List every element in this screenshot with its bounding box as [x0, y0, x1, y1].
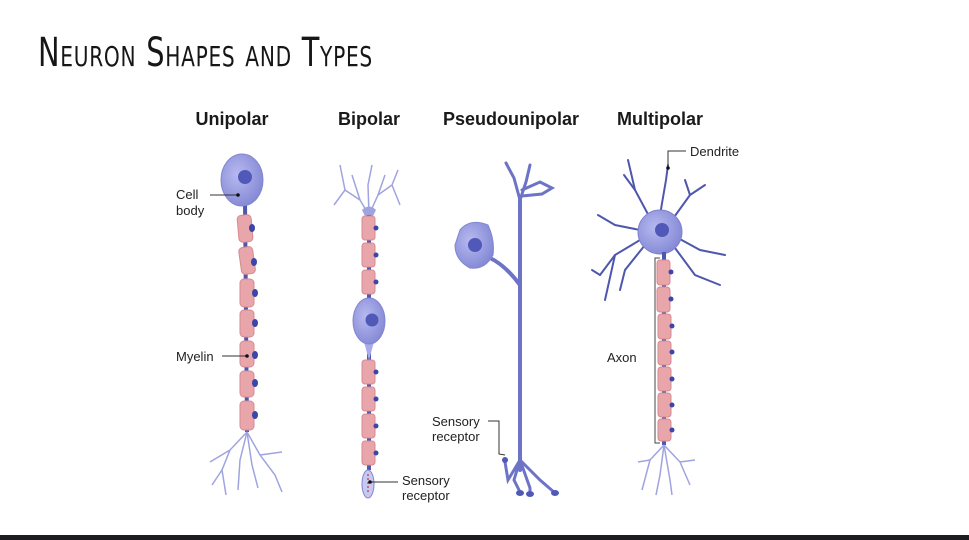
- label-pseudounipolar-sensory-line2: receptor: [432, 429, 480, 444]
- label-dendrite: Dendrite: [690, 144, 739, 159]
- multipolar-dendrites: [591, 159, 726, 301]
- label-bipolar-sensory-line1: Sensory: [402, 473, 450, 488]
- label-bipolar-sensory-line2: receptor: [402, 488, 450, 503]
- bottom-bar: [0, 535, 969, 540]
- label-cell-body-line1: Cell: [176, 187, 199, 202]
- multipolar-axon-terminals: [637, 444, 696, 496]
- header-pseudounipolar: Pseudounipolar: [443, 109, 579, 129]
- unipolar-neuron: Cell body Myelin: [176, 153, 283, 496]
- unipolar-axon-terminals: [209, 431, 283, 496]
- label-myelin: Myelin: [176, 349, 214, 364]
- label-cell-body-line2: body: [176, 203, 205, 218]
- header-bipolar: Bipolar: [338, 109, 400, 129]
- bipolar-dendrites: [333, 164, 401, 216]
- slide-title: Neuron Shapes and Types: [38, 30, 373, 76]
- bipolar-neuron: Sensory receptor: [333, 164, 450, 503]
- header-multipolar: Multipolar: [617, 109, 703, 129]
- label-pseudounipolar-sensory-line1: Sensory: [432, 414, 480, 429]
- pseudounipolar-neuron: Sensory receptor: [432, 161, 559, 497]
- label-axon: Axon: [607, 350, 637, 365]
- multipolar-neuron: Dendrite Axon: [591, 144, 739, 496]
- header-unipolar: Unipolar: [195, 109, 268, 129]
